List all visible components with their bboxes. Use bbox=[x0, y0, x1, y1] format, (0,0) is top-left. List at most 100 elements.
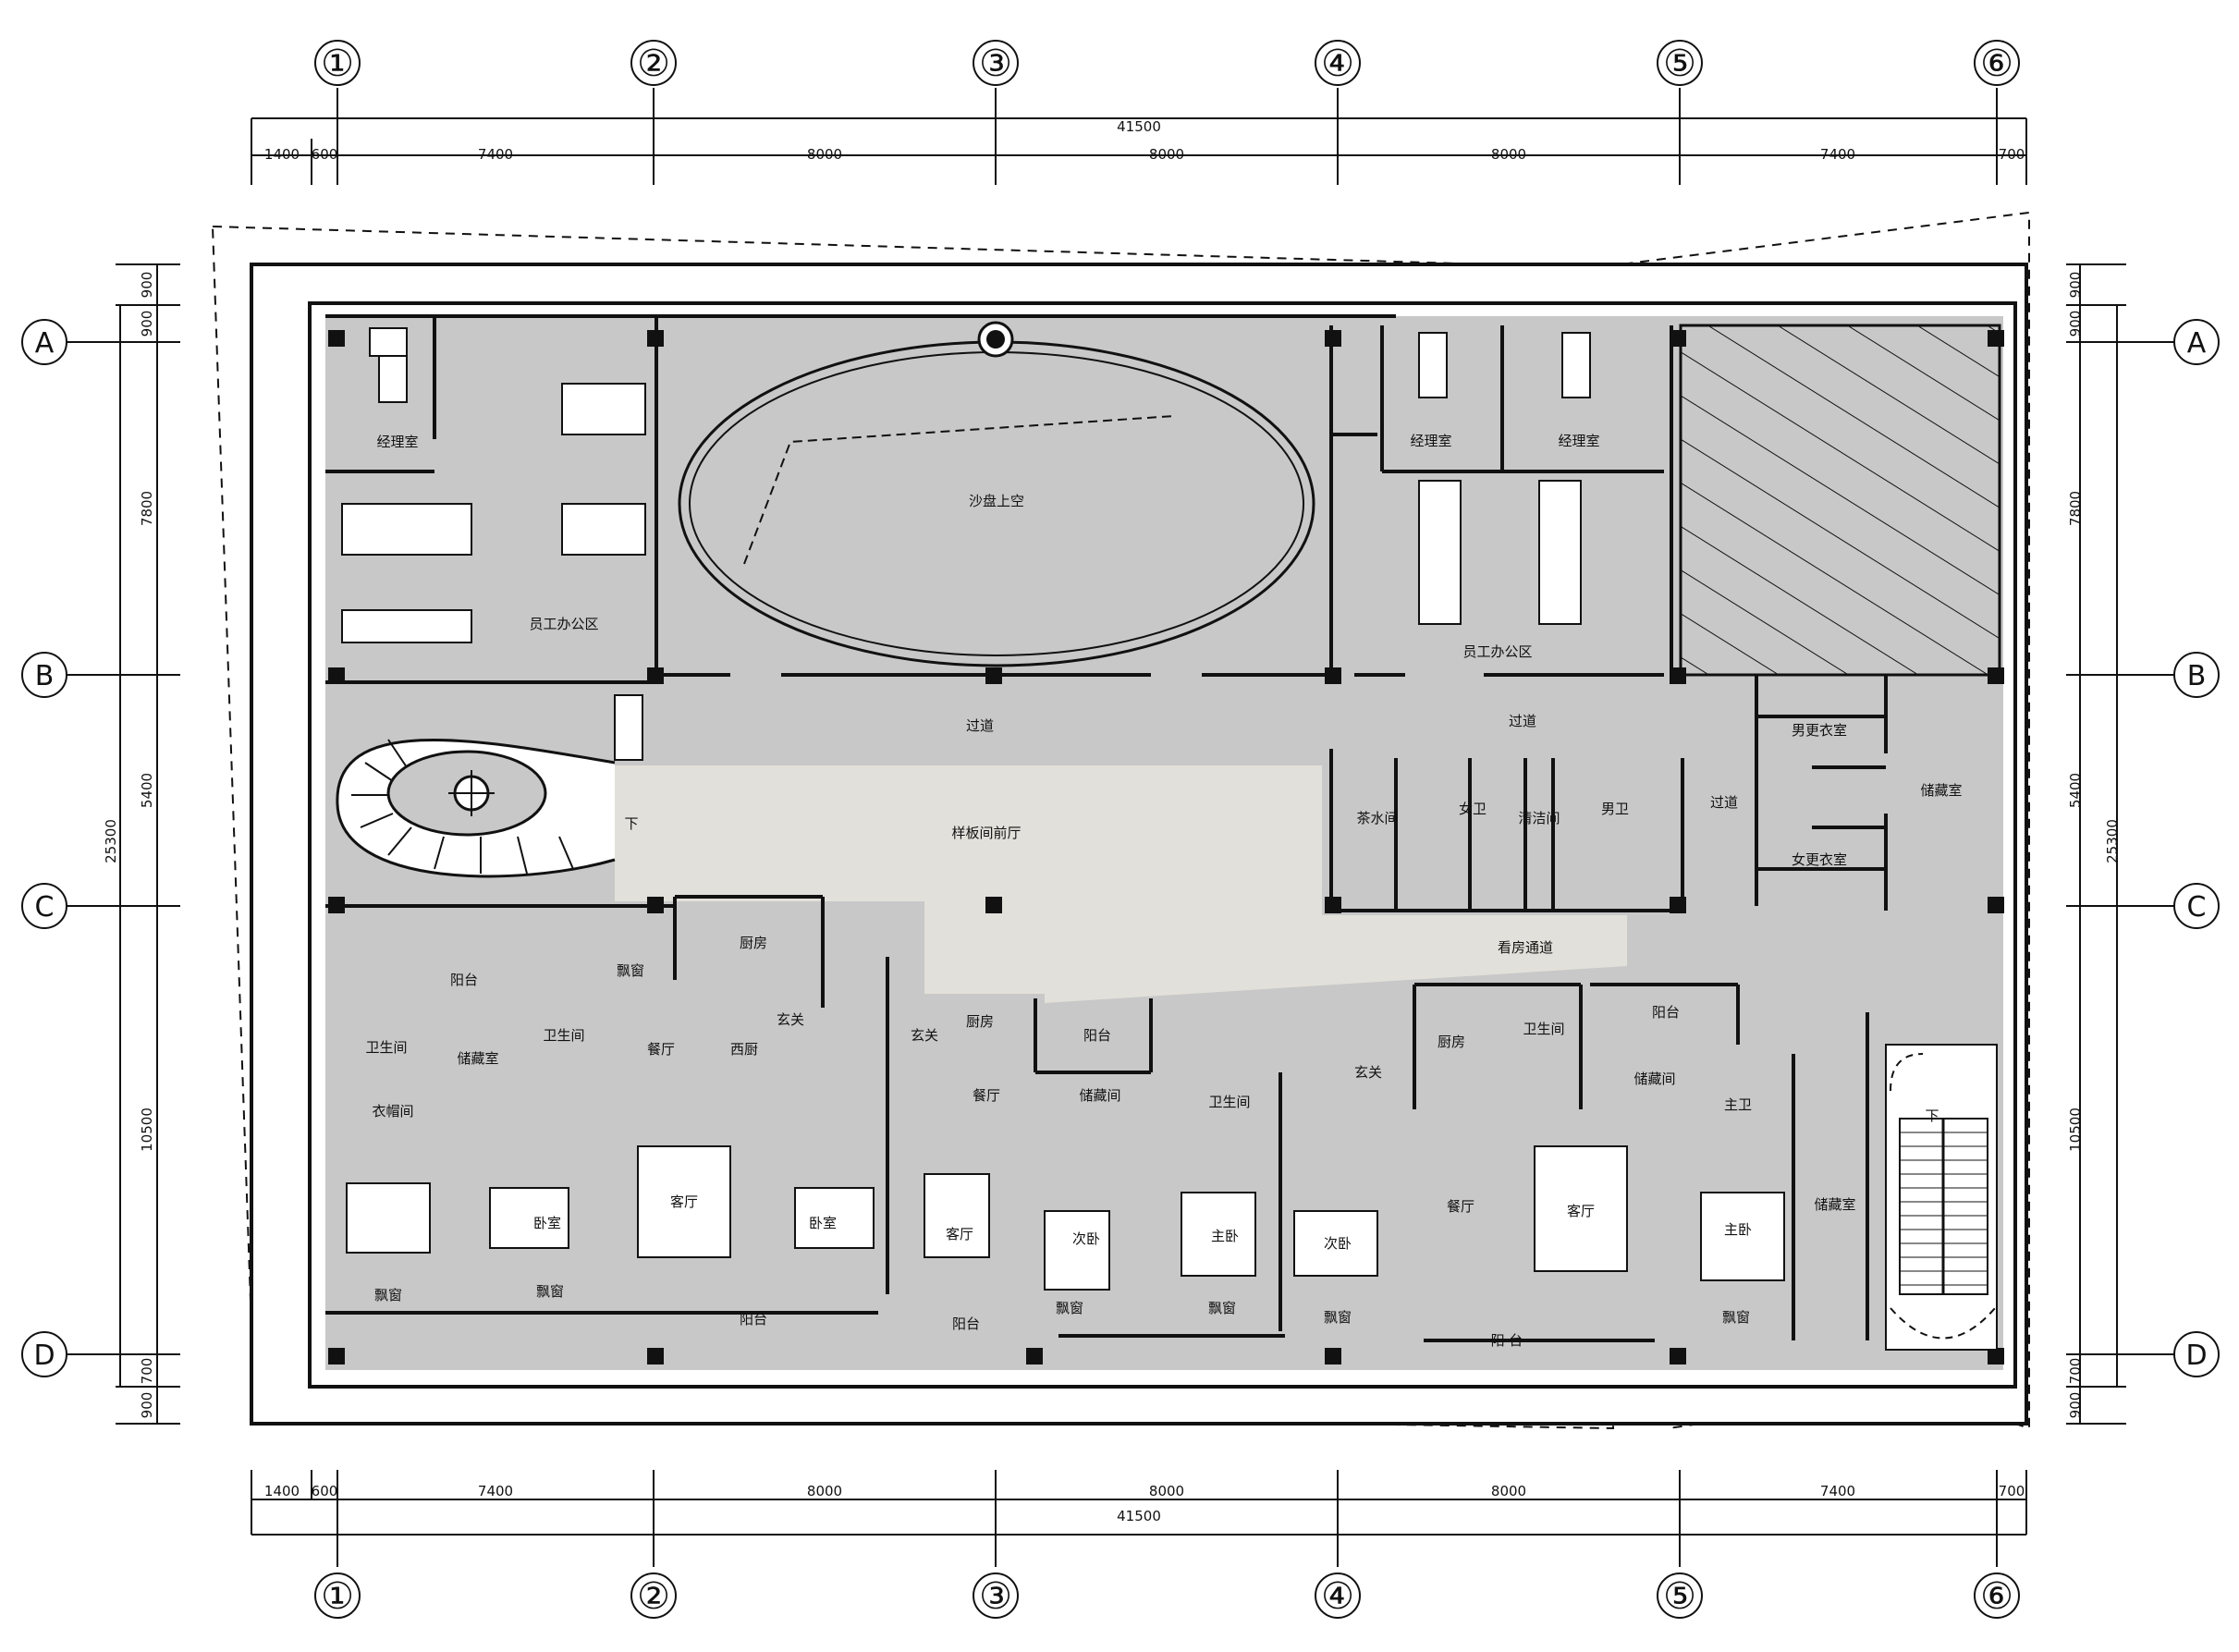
dim-right-total: 25300 bbox=[2104, 819, 2121, 863]
label-master-bedroom-u3: 主卧 bbox=[1724, 1221, 1752, 1238]
dim-top-1: 1400 bbox=[264, 146, 300, 163]
grid-label-col-5-top: ⑤ bbox=[1663, 43, 1696, 85]
sofa-living-left bbox=[637, 1145, 731, 1258]
label-living-u2: 客厅 bbox=[946, 1226, 973, 1242]
column bbox=[647, 897, 664, 913]
dim-bottom-7: 7400 bbox=[1820, 1483, 1855, 1499]
grid-bubble-row-b-left bbox=[21, 652, 67, 698]
grid-label-col-6-top: ⑥ bbox=[1980, 43, 2013, 85]
grid-bubble-col-4-top bbox=[1315, 40, 1361, 86]
column bbox=[328, 667, 345, 684]
spiral-stair-treads bbox=[351, 739, 574, 875]
label-second-bedroom-u3: 次卧 bbox=[1324, 1235, 1352, 1252]
label-womens-toilet: 女卫 bbox=[1459, 801, 1487, 817]
label-bay-window-u1-b: 飘窗 bbox=[536, 1283, 564, 1300]
desk bbox=[341, 609, 472, 643]
bed-second-1 bbox=[1044, 1210, 1110, 1291]
label-womens-changing: 女更衣室 bbox=[1792, 851, 1847, 868]
label-corridor-left: 过道 bbox=[966, 717, 994, 734]
grid-bubble-row-d-right bbox=[2173, 1331, 2220, 1377]
bed-master-1 bbox=[1181, 1192, 1256, 1277]
desk bbox=[561, 503, 646, 556]
grid-label-col-4-top: ④ bbox=[1321, 43, 1354, 85]
dim-bottom-8: 700 bbox=[1999, 1483, 2025, 1499]
label-bathroom-u3: 卫生间 bbox=[1523, 1021, 1564, 1037]
grid-label-row-a-left: A bbox=[35, 327, 55, 360]
label-bay-window-u1-a: 飘窗 bbox=[374, 1287, 402, 1303]
bed-second-2 bbox=[1293, 1210, 1378, 1277]
grid-row-markers-right: A B C D bbox=[2173, 319, 2220, 1377]
label-second-bedroom-u2: 次卧 bbox=[1072, 1230, 1100, 1247]
grid-bubble-col-5-bottom bbox=[1657, 1572, 1703, 1619]
label-manager-office-right-1: 经理室 bbox=[1410, 433, 1451, 449]
grid-label-row-d-right: D bbox=[2185, 1340, 2207, 1372]
dim-right-2: 900 bbox=[2067, 311, 2084, 337]
label-storage-u3: 储藏间 bbox=[1633, 1071, 1675, 1087]
desk bbox=[341, 503, 472, 556]
dim-right-7: 900 bbox=[2067, 1392, 2084, 1419]
dim-left-5: 10500 bbox=[139, 1107, 155, 1152]
grid-bubble-col-1-bottom bbox=[314, 1572, 361, 1619]
grid-row-markers-left: A B C D bbox=[21, 319, 67, 1377]
column bbox=[647, 330, 664, 347]
label-master-bath-u3: 主卫 bbox=[1724, 1096, 1752, 1113]
dim-left-total: 25300 bbox=[103, 819, 119, 863]
label-manager-office-left: 经理室 bbox=[376, 434, 418, 450]
sofa-right bbox=[1534, 1145, 1628, 1272]
grid-label-col-1-top: ① bbox=[321, 43, 354, 85]
label-balcony-u2-top: 阳台 bbox=[1083, 1027, 1111, 1044]
grid-bubble-col-5-top bbox=[1657, 40, 1703, 86]
column bbox=[1325, 667, 1341, 684]
left-dimension-band bbox=[65, 263, 180, 1425]
label-dining-u3: 餐厅 bbox=[1447, 1198, 1474, 1215]
hatched-area bbox=[1679, 324, 2001, 677]
grid-bubble-col-2-bottom bbox=[630, 1572, 677, 1619]
column bbox=[1988, 330, 2004, 347]
dim-top-7: 7400 bbox=[1820, 146, 1855, 163]
grid-bubble-col-6-top bbox=[1974, 40, 2020, 86]
label-staff-office-left: 员工办公区 bbox=[529, 616, 598, 632]
interior-walls bbox=[325, 314, 1888, 1342]
right-dim-labels: 25300 900 900 7800 5400 10500 700 900 bbox=[2067, 272, 2121, 1419]
desk bbox=[378, 355, 408, 403]
dim-bottom-1: 1400 bbox=[264, 1483, 300, 1499]
label-bay-window-u3-a: 飘窗 bbox=[1324, 1309, 1352, 1326]
dim-right-3: 7800 bbox=[2067, 491, 2084, 526]
dim-right-4: 5400 bbox=[2067, 773, 2084, 808]
column bbox=[1670, 667, 1686, 684]
grid-column-markers-bottom: ① ② ③ ④ ⑤ ⑥ bbox=[314, 1572, 2020, 1619]
label-cleaning-room: 清洁间 bbox=[1518, 810, 1560, 826]
column bbox=[1988, 1348, 2004, 1364]
label-entrance-u3: 玄关 bbox=[1354, 1064, 1382, 1081]
label-storage-room-bottom: 储藏室 bbox=[1814, 1196, 1855, 1213]
grid-label-row-b-right: B bbox=[2187, 660, 2207, 692]
column bbox=[328, 897, 345, 913]
column bbox=[1670, 330, 1686, 347]
grid-bubble-col-6-bottom bbox=[1974, 1572, 2020, 1619]
total-width-bottom: 41500 bbox=[1117, 1508, 1161, 1524]
grid-bubble-row-a-right bbox=[2173, 319, 2220, 365]
column bbox=[1325, 1348, 1341, 1364]
grid-label-col-3-top: ③ bbox=[979, 43, 1012, 85]
grid-bubble-col-3-top bbox=[973, 40, 1019, 86]
label-balcony-u3-top: 阳台 bbox=[1652, 1004, 1680, 1021]
label-bay-window-u2-a: 飘窗 bbox=[1056, 1300, 1083, 1316]
office-desks bbox=[341, 327, 1591, 643]
stair-top-arc bbox=[1890, 1053, 1924, 1092]
grid-label-col-3-bottom: ③ bbox=[979, 1575, 1012, 1618]
label-mens-changing: 男更衣室 bbox=[1792, 722, 1847, 739]
grid-bubble-row-d-left bbox=[21, 1331, 67, 1377]
grid-label-row-d-left: D bbox=[33, 1340, 55, 1372]
column bbox=[1026, 1348, 1043, 1364]
label-bathroom-u2: 卫生间 bbox=[1208, 1094, 1250, 1110]
label-viewing-passage: 看房通道 bbox=[1498, 939, 1553, 956]
grid-bubble-row-c-left bbox=[21, 883, 67, 929]
dim-left-2: 900 bbox=[139, 311, 155, 337]
total-width-top: 41500 bbox=[1117, 118, 1161, 135]
dim-right-6: 700 bbox=[2067, 1358, 2084, 1385]
grid-label-col-2-bottom: ② bbox=[637, 1575, 670, 1618]
label-kitchen-u3: 厨房 bbox=[1438, 1034, 1465, 1050]
dim-top-8: 700 bbox=[1999, 146, 2025, 163]
label-storage-room-top: 储藏室 bbox=[1920, 782, 1962, 799]
